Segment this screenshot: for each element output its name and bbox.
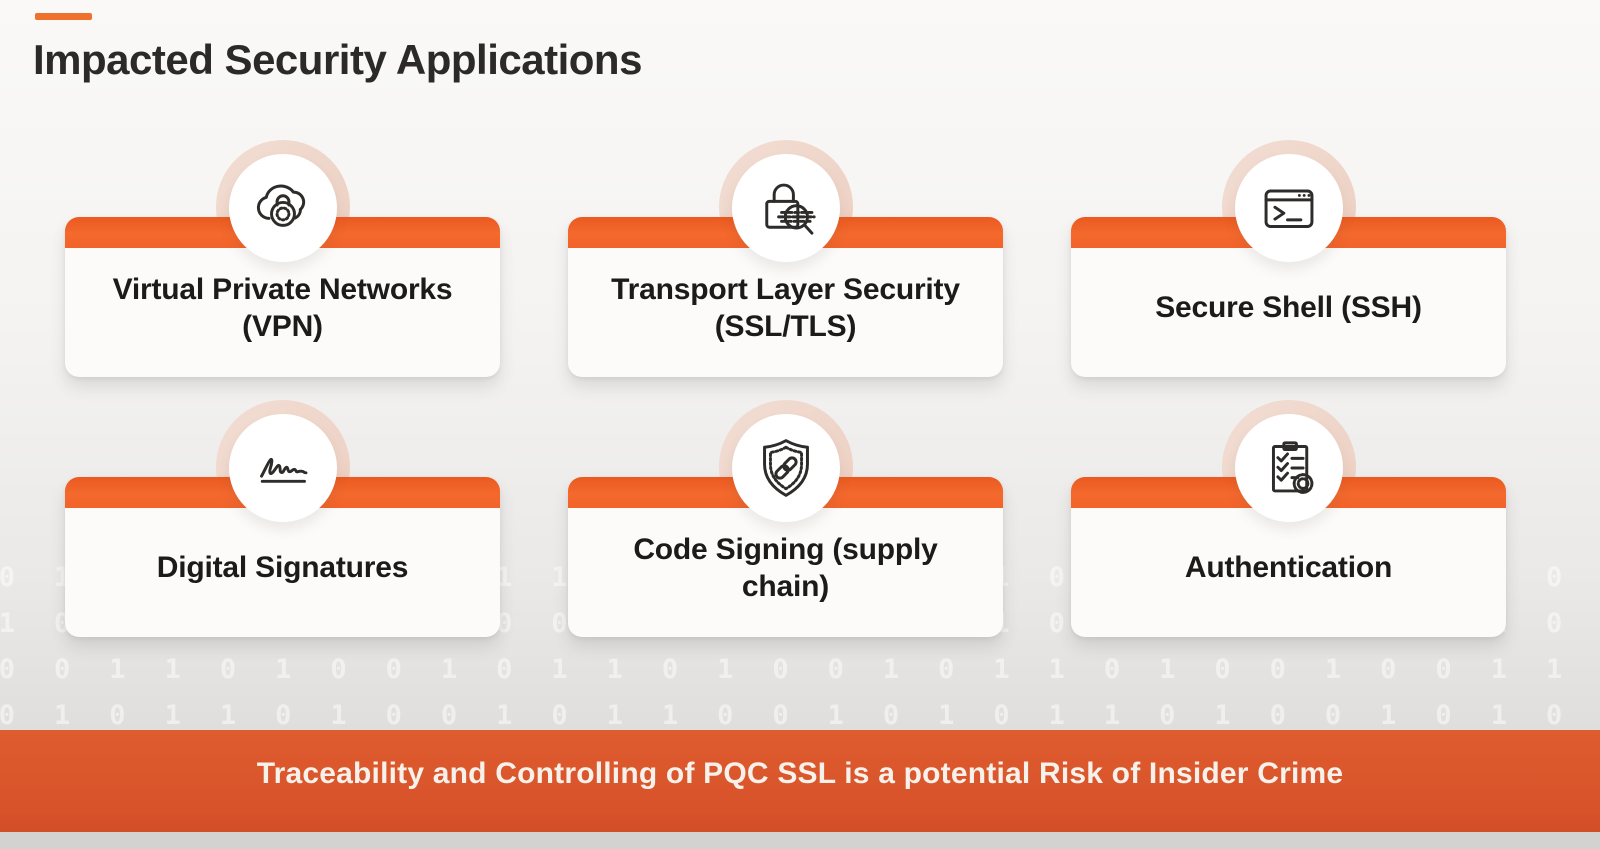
lock-magnifier-icon — [731, 154, 840, 262]
shield-chain-icon — [731, 414, 840, 522]
card-ssh: Secure Shell (SSH) — [1071, 140, 1506, 378]
banner-text: Traceability and Controlling of PQC SSL … — [256, 757, 1344, 790]
card-label: Authentication — [1184, 551, 1393, 585]
terminal-icon — [1234, 154, 1343, 262]
card-label: Digital Signatures — [156, 551, 409, 585]
card-authentication: Authentication — [1071, 400, 1506, 638]
checklist-gear-icon — [1234, 414, 1343, 522]
card-grid-row-1: Virtual Private Networks (VPN) Transport… — [65, 140, 1506, 378]
card-surface: Code Signing (supply chain) — [568, 477, 1003, 637]
card-body: Secure Shell (SSH) — [1071, 248, 1506, 377]
card-label: Code Signing (supply chain) — [633, 532, 938, 603]
card-digital-signatures: Digital Signatures — [65, 400, 500, 638]
card-body: Digital Signatures — [65, 508, 500, 637]
card-body: Authentication — [1071, 508, 1506, 637]
card-label: Virtual Private Networks (VPN) — [112, 272, 453, 343]
card-label: Transport Layer Security (SSL/TLS) — [611, 272, 960, 343]
card-vpn: Virtual Private Networks (VPN) — [65, 140, 500, 378]
card-tls: Transport Layer Security (SSL/TLS) — [568, 140, 1003, 378]
card-body: Transport Layer Security (SSL/TLS) — [568, 248, 1003, 377]
card-body: Virtual Private Networks (VPN) — [65, 248, 500, 377]
bottom-banner: Traceability and Controlling of PQC SSL … — [0, 730, 1600, 832]
bottom-strip — [0, 832, 1600, 849]
card-label: Secure Shell (SSH) — [1155, 291, 1422, 325]
accent-dash — [35, 13, 92, 20]
card-grid-row-2: Digital Signatures Code Signing (supply … — [65, 400, 1506, 638]
card-body: Code Signing (supply chain) — [568, 508, 1003, 637]
card-surface: Digital Signatures — [65, 477, 500, 637]
cloud-lock-icon — [228, 154, 337, 262]
signature-icon — [228, 414, 337, 522]
binary-row: 01011010010110010101101001010 — [0, 700, 1600, 731]
page-title: Impacted Security Applications — [33, 36, 642, 83]
binary-row: 00110100101101001011010010011 — [0, 654, 1600, 685]
card-code-signing: Code Signing (supply chain) — [568, 400, 1003, 638]
